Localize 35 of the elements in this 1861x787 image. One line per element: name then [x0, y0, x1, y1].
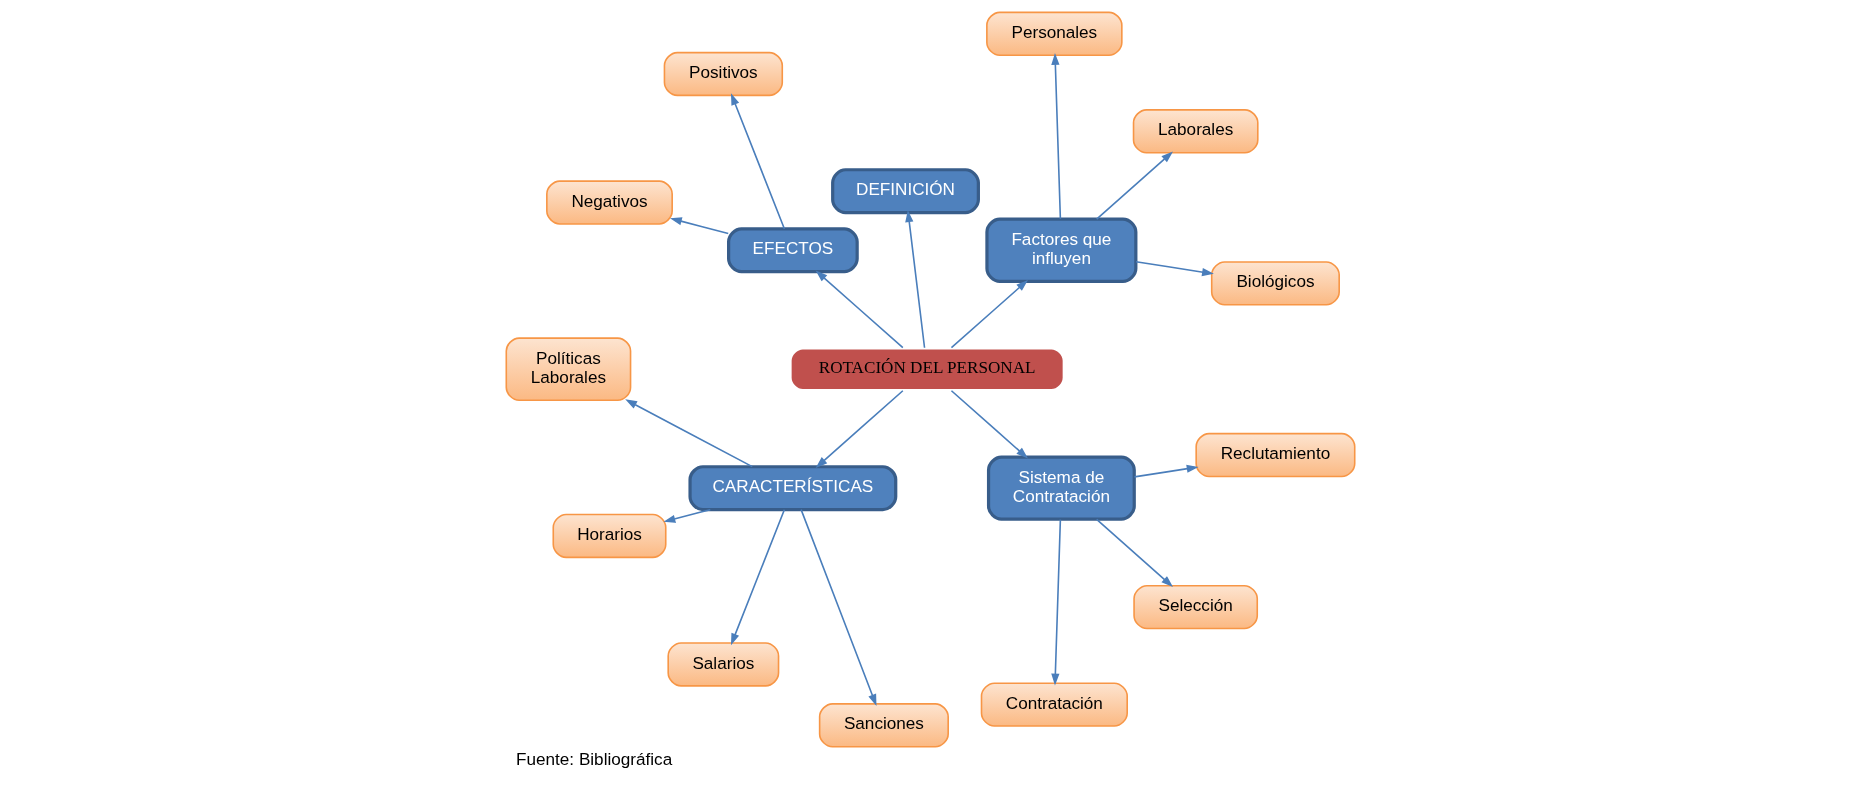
arrow — [1095, 151, 1174, 220]
node-box: Reclutamiento — [1195, 432, 1356, 478]
node-box: Laborales — [1132, 109, 1259, 154]
node-box: Selección — [1133, 584, 1259, 630]
node-box: Contratación — [980, 682, 1128, 727]
caption: Fuente: Bibliográfica — [516, 748, 673, 769]
node-box: Sanciones — [818, 703, 949, 748]
node-box: Factores que influyen — [985, 217, 1138, 283]
arrow — [905, 210, 926, 349]
arrow — [815, 389, 904, 468]
node-box: Sistema de Contratación — [986, 455, 1136, 521]
node-box: Políticas Laborales — [505, 337, 632, 402]
node-box: Positivos — [663, 51, 784, 97]
arrow — [950, 279, 1028, 349]
arrow — [800, 508, 877, 707]
arrow — [1051, 53, 1062, 220]
arrow — [1051, 518, 1062, 686]
node-box: CARACTERÍSTICAS — [688, 465, 898, 512]
node-box: DEFINICIÓN — [831, 168, 980, 215]
arrow — [950, 389, 1028, 459]
node-box: Negativos — [546, 180, 673, 225]
arrow — [730, 93, 786, 230]
node-box: Horarios — [552, 513, 667, 559]
arrow — [815, 270, 904, 349]
node-box: Personales — [986, 11, 1123, 57]
arrow — [670, 217, 730, 235]
arrow — [730, 508, 786, 646]
node-box: Biológicos — [1210, 261, 1340, 306]
node-box: Salarios — [667, 642, 780, 687]
node-box: EFECTOS — [727, 227, 859, 274]
arrow — [663, 508, 712, 523]
arrow — [1135, 261, 1214, 277]
arrow — [1133, 464, 1199, 478]
arrow — [625, 399, 754, 468]
arrow — [1095, 518, 1174, 588]
